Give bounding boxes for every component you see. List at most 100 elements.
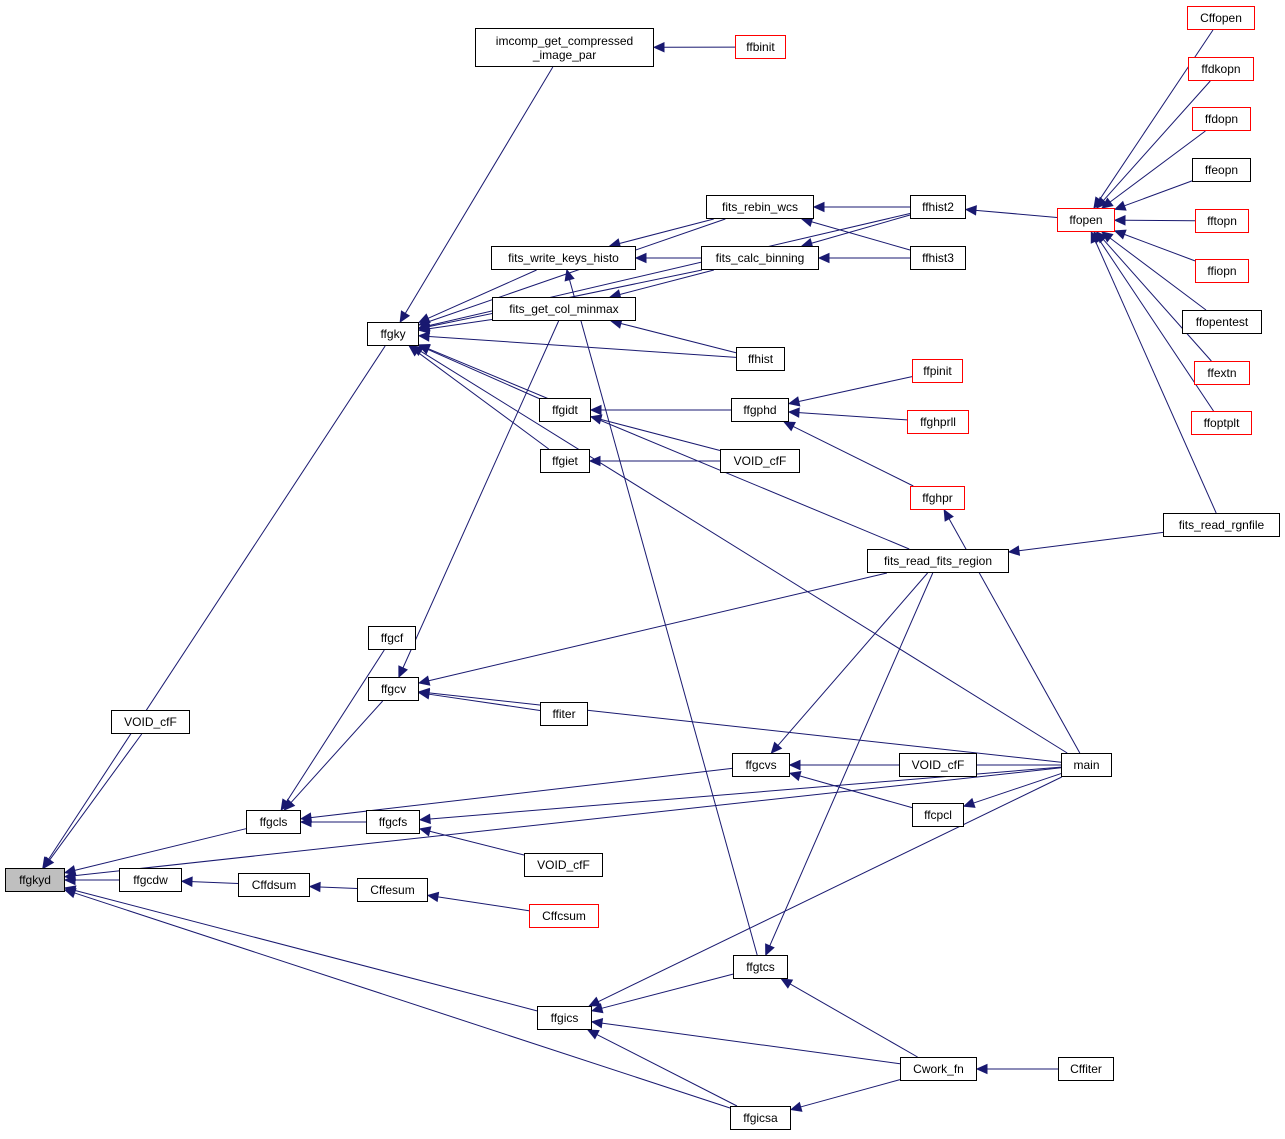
edge-imcomp-to-ffgky (404, 66, 554, 314)
node-ffhist2[interactable]: ffhist2 (910, 195, 966, 219)
arrowhead-Cffdsum-to-ffgcdw (180, 876, 193, 887)
node-cwork-fn[interactable]: Cwork_fn (900, 1057, 977, 1081)
edge-fits_write_keys_histo-to-ffgky (427, 269, 537, 319)
edge-ffhist3-to-fits_rebin_wcs (811, 221, 911, 251)
node-main[interactable]: main (1061, 753, 1112, 777)
arrowhead-ffdkopn-to-ffopen (1095, 196, 1108, 209)
node-ffghpr[interactable]: ffghpr (910, 486, 965, 510)
node-void-cff-2[interactable]: VOID_cfF (720, 449, 800, 473)
node-ffgcfs[interactable]: ffgcfs (366, 810, 420, 834)
node-fits-rebin-wcs[interactable]: fits_rebin_wcs (706, 195, 814, 219)
node-ffcpcl[interactable]: ffcpcl (912, 803, 964, 827)
node-ffdkopn[interactable]: ffdkopn (1188, 57, 1254, 81)
edge-ffiopn-to-ffopen (1124, 233, 1196, 262)
node-ffbinit[interactable]: ffbinit (735, 35, 786, 59)
arrowhead-void_cf_2-to-ffgiet (588, 455, 601, 467)
node-ffgkyd: ffgkyd (5, 868, 65, 892)
edge-ffgcv-to-ffgcls (290, 700, 384, 803)
arrowhead-main-to-ffgcfs (418, 813, 431, 825)
node-ffgiet[interactable]: ffgiet (540, 449, 590, 473)
node-cffopen[interactable]: Cffopen (1187, 6, 1255, 30)
edge-ffhist-to-fits_get_col_minmax (620, 322, 737, 354)
node-ffdopn[interactable]: ffdopn (1192, 107, 1251, 131)
node-ffgicsa[interactable]: ffgicsa (730, 1106, 791, 1130)
node-ffghprll[interactable]: ffghprll (907, 410, 969, 434)
node-cffiter[interactable]: Cffiter (1058, 1057, 1114, 1081)
arrowhead-imcomp-to-ffgky (399, 310, 411, 324)
node-fftopn[interactable]: fftopn (1195, 209, 1249, 233)
node-ffgcv[interactable]: ffgcv (368, 677, 419, 701)
edge-ffopentest-to-ffopen (1109, 237, 1207, 311)
node-fits-write-keys-histo[interactable]: fits_write_keys_histo (491, 246, 636, 270)
node-ffoptplt[interactable]: ffoptplt (1191, 411, 1252, 435)
edge-ffghpr-to-ffgphd (792, 425, 914, 487)
edge-ffgcf-to-ffgcls (286, 649, 385, 802)
node-fits-read-fits-region[interactable]: fits_read_fits_region (867, 549, 1009, 573)
node-ffgphd[interactable]: ffgphd (731, 398, 789, 422)
arrowhead-ffiter-to-ffgcv (417, 689, 431, 700)
node-ffhist[interactable]: ffhist (736, 347, 785, 371)
edge-ffgics-to-ffgkyd (74, 889, 538, 1012)
node-ffopentest[interactable]: ffopentest (1182, 310, 1262, 334)
node-ffextn[interactable]: ffextn (1194, 361, 1250, 385)
node-ffhist3[interactable]: ffhist3 (910, 246, 966, 270)
node-ffiopn[interactable]: ffiopn (1195, 259, 1249, 283)
arrowhead-ffgtcs-to-fits_write_keys_histo (564, 268, 575, 282)
node-ffgcvs[interactable]: ffgcvs (732, 753, 790, 777)
node-fits-calc-binning[interactable]: fits_calc_binning (701, 246, 819, 270)
arrowhead-main-to-ffghpr (943, 508, 954, 522)
edge-main-to-ffcpcl (973, 773, 1062, 804)
node-void-cff-3[interactable]: VOID_cfF (899, 753, 977, 777)
arrowhead-Cwork_fn-to-ffgtcs (780, 978, 794, 989)
arrowhead-main-to-ffgkyd (63, 870, 77, 881)
edge-fits_read_rgnfile-to-fits_read_fits_region (1018, 531, 1164, 552)
edge-fits_get_col_minmax-to-ffgcv (402, 320, 560, 669)
edge-ffhist-to-ffgky (428, 335, 737, 358)
edge-main-to-ffgcv (428, 692, 1062, 763)
edge-fits_rebin_wcs-to-fits_write_keys_histo (619, 218, 714, 244)
edge-main-to-ffgky (420, 350, 1068, 754)
edge-ffgcvs-to-ffgcls (310, 767, 733, 819)
node-ffpinit[interactable]: ffpinit (912, 359, 963, 383)
node-ffgcdw[interactable]: ffgcdw (119, 868, 182, 892)
node-fits-get-col-minmax[interactable]: fits_get_col_minmax (492, 297, 636, 321)
arrowhead-main-to-ffgics (588, 996, 602, 1007)
edge-fits_read_fits_region-to-ffgtcs (769, 572, 934, 947)
node-ffgidt[interactable]: ffgidt (539, 398, 591, 422)
arrowhead-Cffiter-to-Cwork_fn (975, 1063, 988, 1075)
edge-ffdopn-to-ffopen (1109, 130, 1206, 203)
node-ffiter[interactable]: ffiter (540, 702, 588, 726)
edge-Cffesum-to-Cffdsum (319, 886, 358, 890)
edge-ffgtcs-to-ffgics (601, 973, 734, 1009)
arrowhead-fits_get_col_minmax-to-ffgky (417, 323, 431, 334)
node-cffesum[interactable]: Cffesum (357, 878, 428, 902)
edge-ffeopn-to-ffopen (1124, 180, 1193, 207)
edge-fits_read_fits_region-to-ffgcv (428, 572, 888, 682)
edge-ffcpcl-to-ffgcvs (799, 775, 913, 809)
arrowhead-ffghprll-to-ffgphd (787, 407, 800, 418)
node-void-cff-4[interactable]: VOID_cfF (524, 853, 603, 877)
edge-Cffdsum-to-ffgcdw (191, 881, 239, 885)
node-ffopen[interactable]: ffopen (1057, 208, 1115, 232)
node-cffcsum[interactable]: Cffcsum (529, 904, 599, 928)
edge-void_cf_2-to-ffgidt (600, 418, 721, 452)
edge-ffopen-to-ffhist2 (975, 209, 1058, 218)
node-fits-read-rgnfile[interactable]: fits_read_rgnfile (1163, 513, 1280, 537)
edge-fits_calc_binning-to-fits_get_col_minmax (619, 269, 715, 295)
node-ffgics[interactable]: ffgics (537, 1006, 592, 1030)
node-imcomp-get-compressed-image-par[interactable]: imcomp_get_compressed _image_par (475, 28, 654, 67)
node-ffgtcs[interactable]: ffgtcs (733, 955, 788, 979)
edge-ffgky-to-ffgkyd (47, 345, 386, 860)
arrowhead-ffhist2-to-fits_rebin_wcs (812, 201, 825, 213)
arrowhead-ffghpr-to-ffgphd (783, 421, 796, 432)
node-void-cff-1[interactable]: VOID_cfF (111, 710, 190, 734)
edge-main-to-ffgkyd (74, 767, 1062, 877)
edge-ffgicsa-to-ffgics (596, 1034, 738, 1107)
node-ffgcf[interactable]: ffgcf (368, 626, 416, 650)
node-cffdsum[interactable]: Cffdsum (238, 873, 310, 897)
node-ffgky[interactable]: ffgky (367, 322, 419, 346)
arrowhead-ffgphd-to-ffgidt (589, 404, 602, 416)
node-ffeopn[interactable]: ffeopn (1192, 158, 1251, 182)
node-ffgcls[interactable]: ffgcls (246, 810, 301, 834)
arrowhead-fits_get_col_minmax-to-ffgcv (398, 665, 408, 679)
